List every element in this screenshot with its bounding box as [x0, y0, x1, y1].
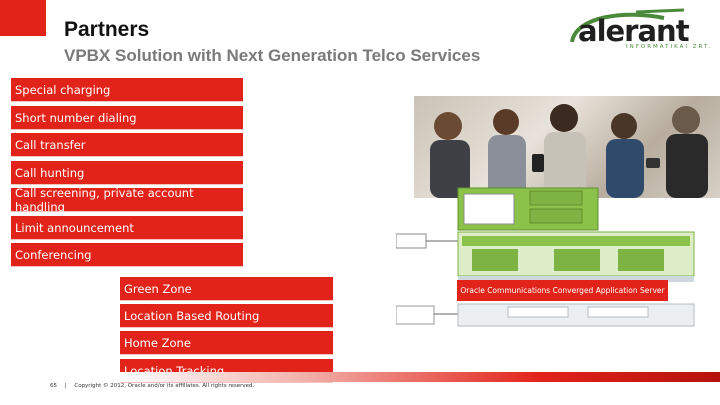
footer-red-strip — [120, 372, 720, 382]
architecture-diagram — [396, 187, 695, 327]
alerant-logo: alerant INFORMATIKAI ZRT. — [566, 8, 710, 56]
people-with-phones-photo — [414, 96, 720, 198]
logo-wordmark: alerant — [578, 14, 690, 48]
page-title: Partners — [64, 18, 150, 41]
footer: 65 | Copyright © 2012, Oracle and/or its… — [50, 383, 254, 389]
feature-conferencing: Conferencing — [11, 243, 243, 267]
feature-call-transfer: Call transfer — [11, 133, 243, 157]
feature-call-screening: Call screening, private account handling — [11, 186, 243, 214]
feature-short-number-dialing: Short number dialing — [11, 106, 243, 130]
logo-tagline: INFORMATIKAI ZRT. — [626, 44, 713, 50]
feature-home-zone: Home Zone — [120, 331, 333, 355]
feature-call-hunting: Call hunting — [11, 161, 243, 185]
page-subtitle: VPBX Solution with Next Generation Telco… — [64, 46, 481, 65]
corner-accent — [0, 0, 46, 36]
footer-separator: | — [64, 383, 67, 389]
diagram-caption: Oracle Communications Converged Applicat… — [457, 280, 668, 301]
people-photo-icon — [430, 104, 708, 198]
feature-special-charging: Special charging — [11, 78, 243, 102]
copyright-text: Copyright © 2012, Oracle and/or its affi… — [74, 383, 255, 389]
oracle-logo: ORACLE — [630, 364, 681, 375]
feature-limit-announcement: Limit announcement — [11, 216, 243, 240]
logo-swoosh-icon — [570, 8, 685, 43]
page-number: 65 — [50, 383, 57, 389]
feature-location-based-routing: Location Based Routing — [120, 304, 333, 328]
feature-green-zone: Green Zone — [120, 277, 333, 301]
